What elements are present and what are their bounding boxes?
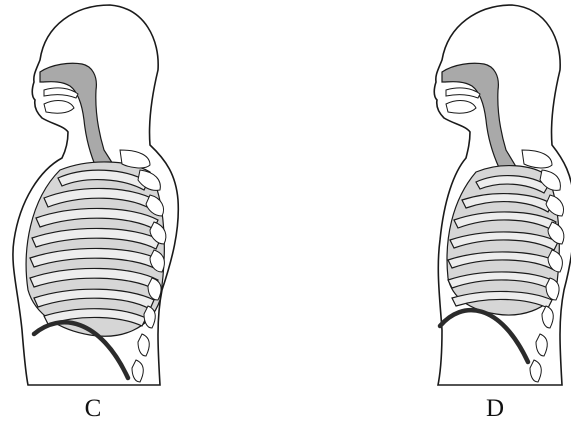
panel-label-d: D: [475, 396, 515, 421]
airway: [40, 63, 118, 176]
figure-d: D: [400, 0, 571, 424]
torso-illustration-d: [400, 0, 571, 424]
panel-label-c: C: [73, 396, 113, 421]
airway: [442, 63, 518, 174]
diaphragm: [440, 310, 528, 362]
tongue: [446, 101, 476, 114]
figure-c: C: [0, 0, 200, 424]
torso-illustration-c: [0, 0, 200, 424]
tongue: [44, 101, 74, 114]
